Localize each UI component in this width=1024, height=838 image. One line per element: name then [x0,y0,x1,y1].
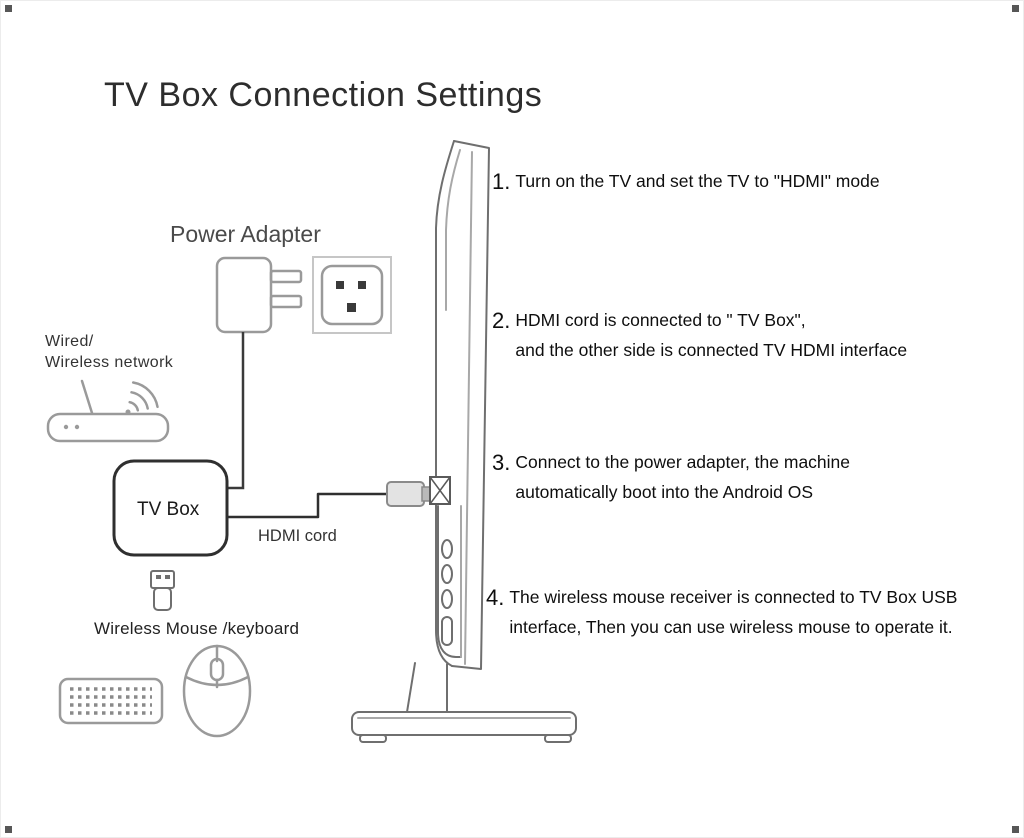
keyboard-icon [58,677,164,725]
wireless-mouse-keyboard-label: Wireless Mouse /keyboard [94,619,300,638]
hdmi-port-icon [429,476,451,505]
step-3-text: Connect to the power adapter, the machin… [515,448,850,508]
network-label: Wired/ Wireless network [45,332,173,374]
step-3-line-2: automatically boot into the Android OS [515,481,814,502]
power-adapter-label: Power Adapter [170,221,321,247]
step-4-text: The wireless mouse receiver is connected… [509,583,957,643]
step-1-line-1: Turn on the TV and set the TV to "HDMI" … [515,171,880,191]
step-3-line-1: Connect to the power adapter, the machin… [515,452,851,472]
corner-marks [5,5,1019,833]
step-4-line-2: interface, Then you can use wireless mou… [509,616,953,637]
page-title: TV Box Connection Settings [104,76,543,114]
step-4-line-1: The wireless mouse receiver is connected… [509,587,958,607]
tv-box-icon [112,459,229,557]
tv-box-label: TV Box [137,499,200,520]
network-label-line1: Wired/ [45,333,94,350]
step-2-text: HDMI cord is connected to " TV Box", and… [515,306,907,366]
step-2-line-2: and the other side is connected TV HDMI … [515,339,908,360]
step-1: 1. Turn on the TV and set the TV to "HDM… [492,167,880,197]
mouse-icon [182,644,252,738]
hdmi-cord-line [227,492,388,519]
power-adapter-icon [215,256,303,334]
step-2-line-1: HDMI cord is connected to " TV Box", [515,310,806,330]
step-4-number: 4. [486,585,505,610]
wifi-router-icon [46,379,170,443]
step-3-number: 3. [492,450,511,475]
tv-side-view-icon [351,140,577,743]
step-2-number: 2. [492,308,511,333]
hdmi-plug-icon [386,481,434,507]
hdmi-cord-label: HDMI cord [258,527,337,545]
step-1-number: 1. [492,169,511,194]
wifi-signal-icon [125,381,159,415]
step-1-text: Turn on the TV and set the TV to "HDMI" … [515,167,879,197]
step-4: 4. The wireless mouse receiver is connec… [486,583,957,643]
network-label-line2: Wireless network [45,353,174,371]
step-3: 3. Connect to the power adapter, the mac… [492,448,850,508]
power-cord-line [228,332,245,490]
wall-outlet-icon [312,256,392,334]
usb-receiver-icon [150,570,175,611]
step-2: 2. HDMI cord is connected to " TV Box", … [492,306,907,366]
